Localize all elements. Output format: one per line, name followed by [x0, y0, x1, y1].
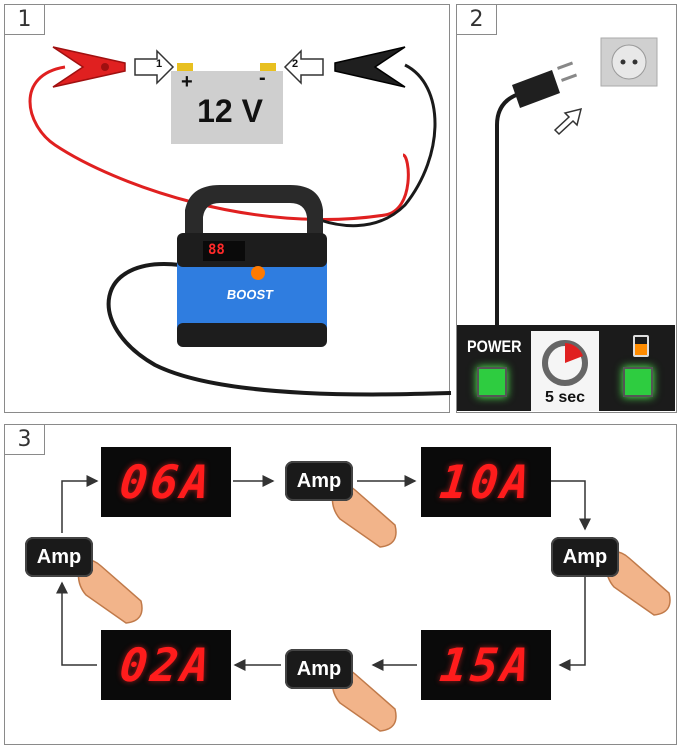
display-value: 02A: [117, 638, 215, 692]
panel-number: 2: [457, 5, 497, 35]
amp-display-06a: 06A: [101, 447, 231, 517]
red-cable: [28, 65, 410, 222]
panel-number: 3: [5, 425, 45, 455]
charger-display: 88: [208, 242, 225, 258]
amp-button[interactable]: Amp: [25, 537, 93, 577]
display-value: 10A: [437, 455, 535, 509]
battery-icon: [171, 63, 283, 144]
display-value: 15A: [437, 638, 535, 692]
insert-arrow-icon: [553, 107, 583, 136]
plug-cable: [495, 91, 523, 325]
battery-minus-label: -: [259, 67, 266, 89]
amp-button[interactable]: Amp: [551, 537, 619, 577]
charger-icon: [177, 185, 327, 347]
amp-button[interactable]: Amp: [285, 649, 353, 689]
indicator-strip: POWER 5 sec: [457, 325, 675, 411]
wall-socket-icon: [600, 37, 658, 87]
amp-display-10a: 10A: [421, 447, 551, 517]
battery-voltage-label: 12 V: [197, 93, 263, 129]
red-clamp-icon: [52, 46, 126, 88]
arrow-1-icon: [134, 49, 175, 85]
amp-display-15a: 15A: [421, 630, 551, 700]
amp-display-02a: 02A: [101, 630, 231, 700]
amp-button[interactable]: Amp: [285, 461, 353, 501]
panel-number: 1: [5, 5, 45, 35]
plug-illustration: [495, 37, 658, 325]
charger-brand-label: BOOST: [225, 287, 275, 302]
plug-icon: [512, 61, 578, 108]
panel-2-plug-in: 2 POWER 5 sec: [456, 4, 677, 413]
power-cable: [106, 262, 452, 397]
arrow-2-icon: [283, 49, 324, 85]
black-clamp-icon: [334, 46, 406, 88]
timer-icon: [542, 340, 588, 386]
battery-connection-illustration: [28, 46, 452, 397]
timer-label: 5 sec: [544, 389, 586, 406]
timer-box: 5 sec: [531, 331, 599, 411]
power-led-icon: [477, 367, 507, 397]
black-cable: [319, 63, 437, 228]
power-label: POWER: [467, 337, 522, 356]
step-2-number: 2: [292, 58, 299, 70]
step-1-number: 1: [156, 58, 163, 70]
battery-plus-label: +: [181, 71, 193, 93]
charged-led-icon: [623, 367, 653, 397]
panel-3-amp-cycle: 3 06A 10A 15A 02A Amp Amp Amp Amp: [4, 424, 677, 745]
battery-charge-icon: [633, 335, 649, 357]
display-value: 06A: [117, 455, 215, 509]
panel-1-connect-battery: 1: [4, 4, 452, 413]
